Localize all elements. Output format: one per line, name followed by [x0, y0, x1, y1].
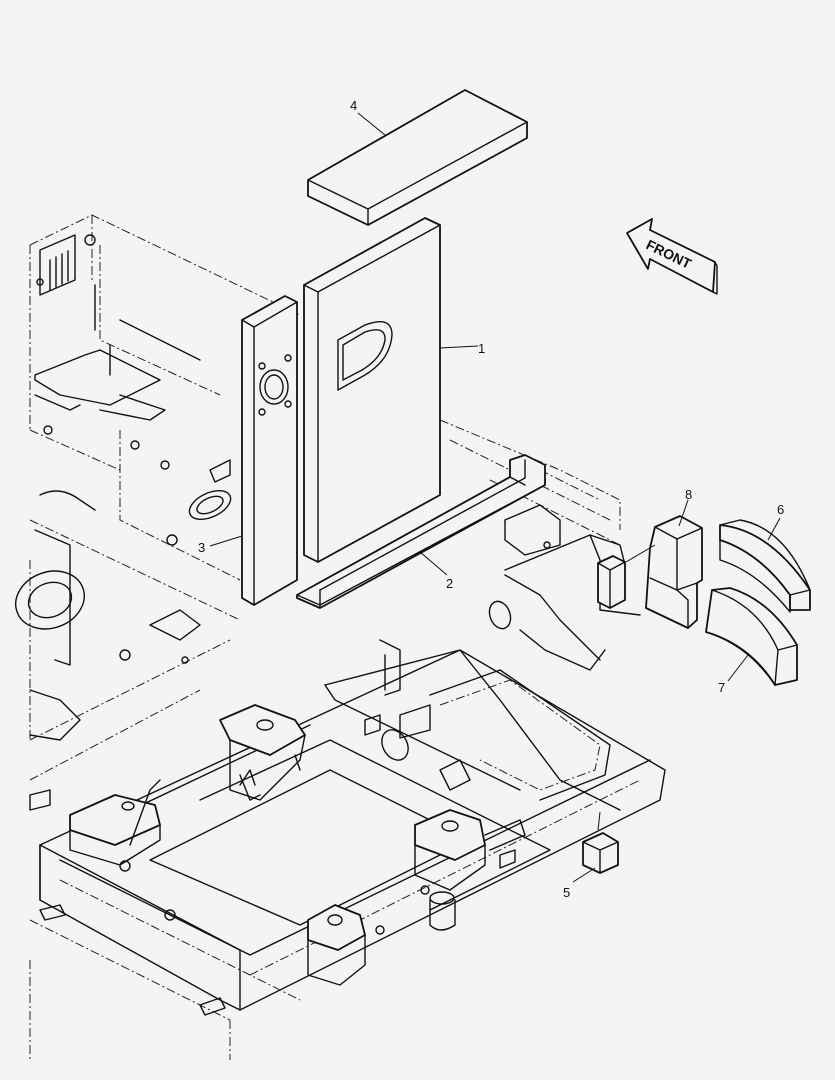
- leader-lines: [209, 112, 781, 883]
- callout-5: 5: [563, 885, 570, 900]
- callout-6: 6: [777, 502, 784, 517]
- part-8-mount-post: [597, 555, 626, 609]
- part-5-small-cube: [582, 832, 619, 874]
- callout-1: 1: [478, 341, 485, 356]
- callout-3: 3: [198, 540, 205, 555]
- lower-main-frame: [29, 639, 666, 1060]
- callout-2: 2: [446, 576, 453, 591]
- part-7-curved-block: [705, 587, 798, 686]
- callout-7: 7: [718, 680, 725, 695]
- callout-8: 8: [685, 487, 692, 502]
- upper-frame-right-details: [488, 504, 641, 671]
- part-8-block: [645, 515, 703, 629]
- part-1-large-panel: [303, 217, 441, 563]
- part-3-side-plate: [241, 295, 298, 606]
- part-4-top-plate: [307, 89, 528, 226]
- callout-4: 4: [350, 98, 357, 113]
- upper-frame-details: [15, 234, 232, 741]
- part-2-long-channel: [296, 454, 546, 609]
- callout-labels: 1 2 3 4 5 6 7 8: [198, 98, 784, 900]
- part-6-curved-block: [719, 519, 811, 613]
- front-direction-arrow: FRONT: [626, 218, 718, 295]
- lower-mounts: [29, 704, 526, 1016]
